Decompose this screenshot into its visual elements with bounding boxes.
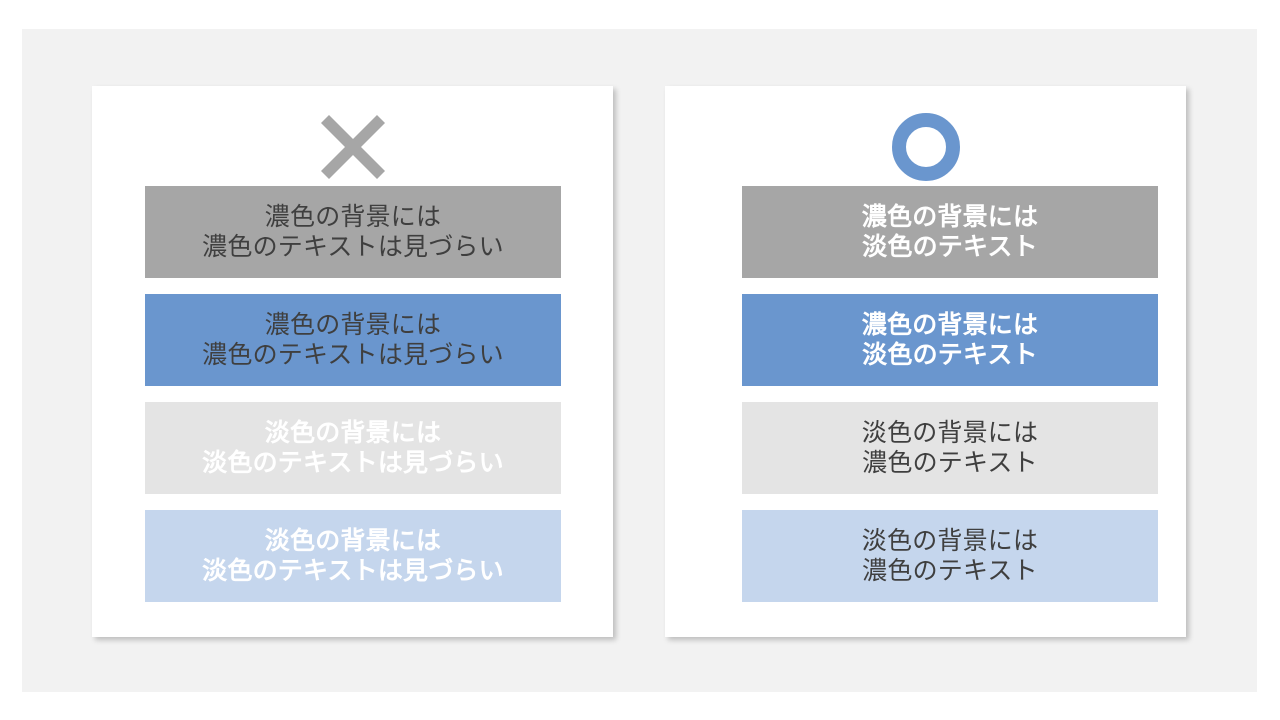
bad-example-row-list: 濃色の背景には 濃色のテキストは見づらい 濃色の背景には 濃色のテキストは見づら…	[92, 186, 613, 602]
table-row: 濃色の背景には 濃色のテキストは見づらい	[145, 294, 561, 386]
table-row: 濃色の背景には 濃色のテキストは見づらい	[145, 186, 561, 278]
table-row: 濃色の背景には 淡色のテキスト	[742, 186, 1158, 278]
row-line-2: 濃色のテキスト	[862, 557, 1038, 585]
row-line-1: 濃色の背景には	[861, 202, 1039, 231]
table-row: 淡色の背景には 淡色のテキストは見づらい	[145, 510, 561, 602]
table-row: 濃色の背景には 淡色のテキスト	[742, 294, 1158, 386]
good-example-row-list: 濃色の背景には 淡色のテキスト 濃色の背景には 淡色のテキスト 淡色の背景には …	[665, 186, 1186, 602]
row-line-1: 濃色の背景には	[264, 202, 442, 231]
row-line-1: 淡色の背景には	[861, 418, 1039, 447]
table-row: 淡色の背景には 淡色のテキストは見づらい	[145, 402, 561, 494]
table-row: 淡色の背景には 濃色のテキスト	[742, 510, 1158, 602]
row-line-1: 淡色の背景には	[861, 526, 1039, 555]
row-line-2: 淡色のテキストは見づらい	[202, 557, 504, 585]
bad-example-card: 濃色の背景には 濃色のテキストは見づらい 濃色の背景には 濃色のテキストは見づら…	[92, 86, 613, 637]
circle-icon	[665, 105, 1186, 189]
row-line-2: 淡色のテキスト	[862, 341, 1038, 369]
row-line-1: 濃色の背景には	[264, 310, 442, 339]
row-line-1: 淡色の背景には	[264, 526, 442, 555]
table-row: 淡色の背景には 濃色のテキスト	[742, 402, 1158, 494]
row-line-2: 濃色のテキスト	[862, 449, 1038, 477]
row-line-2: 淡色のテキスト	[862, 233, 1038, 261]
row-line-2: 濃色のテキストは見づらい	[202, 341, 504, 369]
cross-icon	[92, 105, 613, 189]
row-line-1: 淡色の背景には	[264, 418, 442, 447]
row-line-2: 濃色のテキストは見づらい	[202, 233, 504, 261]
slide-canvas: 濃色の背景には 濃色のテキストは見づらい 濃色の背景には 濃色のテキストは見づら…	[22, 29, 1257, 692]
good-example-card: 濃色の背景には 淡色のテキスト 濃色の背景には 淡色のテキスト 淡色の背景には …	[665, 86, 1186, 637]
row-line-2: 淡色のテキストは見づらい	[202, 449, 504, 477]
row-line-1: 濃色の背景には	[861, 310, 1039, 339]
